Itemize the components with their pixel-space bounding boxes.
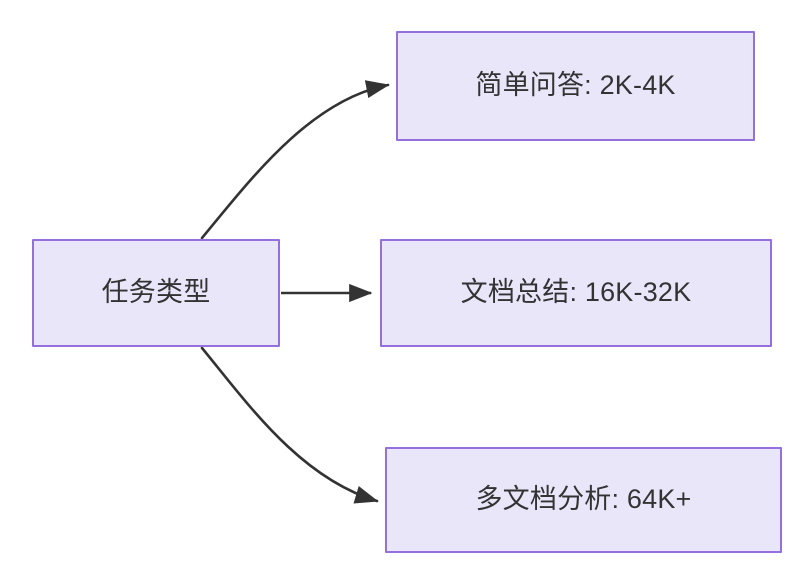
node-simple-qa[interactable]: 简单问答: 2K-4K	[396, 31, 755, 141]
edge-source-to-multi-doc	[200, 346, 379, 504]
node-task-type[interactable]: 任务类型	[32, 239, 280, 347]
edge-source-to-simple-qa	[200, 80, 390, 240]
node-doc-summary[interactable]: 文档总结: 16K-32K	[380, 239, 772, 347]
node-multi-doc[interactable]: 多文档分析: 64K+	[385, 447, 782, 553]
node-doc-summary-label: 文档总结: 16K-32K	[460, 277, 692, 308]
node-multi-doc-label: 多文档分析: 64K+	[475, 484, 692, 515]
node-simple-qa-label: 简单问答: 2K-4K	[475, 70, 676, 101]
node-task-type-label: 任务类型	[101, 277, 211, 308]
